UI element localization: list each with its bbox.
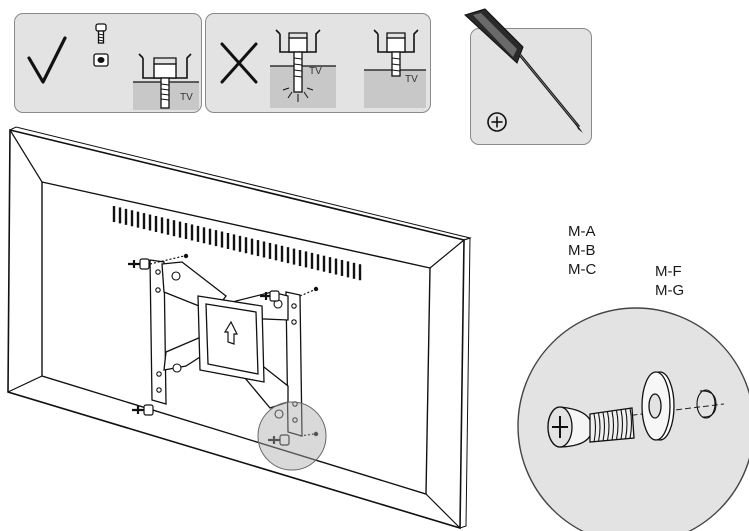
screw-callout: M-A M-B M-C: [568, 222, 596, 279]
mounting-screw: [268, 431, 319, 446]
correct-mounting-illustration: [27, 23, 199, 110]
screw-icon: [95, 23, 107, 44]
screw-thread: [611, 411, 615, 441]
arrow-up-icon: [223, 320, 238, 345]
bracket-on-tv-icon: [275, 29, 321, 102]
screw-thread: [593, 413, 597, 443]
phillips-head-icon: [487, 112, 507, 132]
detail-washer: [641, 371, 675, 441]
screw-thread: [597, 413, 601, 442]
wrong-mounting-illustration: [220, 29, 426, 108]
tool-panel: [464, 8, 592, 145]
wrong-mounting-panel: TV TV: [205, 13, 431, 113]
detail-screw: [547, 406, 635, 448]
bracket-on-tv-icon: [373, 29, 419, 77]
detail-magnified-circle: [517, 307, 749, 531]
detail-highlight-circle: [257, 401, 327, 471]
screwdriver-icon: [464, 8, 583, 133]
callout-label: M-B: [568, 242, 596, 259]
tv-label: TV: [309, 66, 322, 77]
screw-thread: [624, 408, 628, 439]
tv-vent-slots: [112, 206, 362, 281]
mounting-screw: [260, 286, 319, 302]
mounting-screw: [132, 404, 154, 416]
callout-label: M-A: [568, 223, 596, 240]
tv-label: TV: [180, 92, 193, 103]
callout-label: M-F: [655, 263, 682, 280]
check-mark-icon: [27, 36, 67, 84]
washer-callout: M-F M-G: [655, 262, 684, 300]
callout-label: M-C: [568, 261, 597, 278]
detail-tv-hole: [696, 389, 717, 419]
bracket-on-tv-icon: [138, 53, 192, 109]
screw-thread: [602, 412, 606, 442]
cross-mark-icon: [220, 42, 258, 84]
spacer-icon: [93, 53, 109, 67]
screw-thread: [615, 410, 619, 440]
tool-illustration: [464, 8, 583, 133]
tv-label: TV: [405, 74, 418, 85]
callout-label: M-G: [655, 282, 685, 299]
screw-thread: [606, 411, 610, 441]
correct-mounting-panel: TV: [14, 13, 202, 113]
mounting-screw: [128, 253, 189, 270]
screw-thread: [620, 409, 624, 440]
screw-thread: [629, 408, 633, 439]
